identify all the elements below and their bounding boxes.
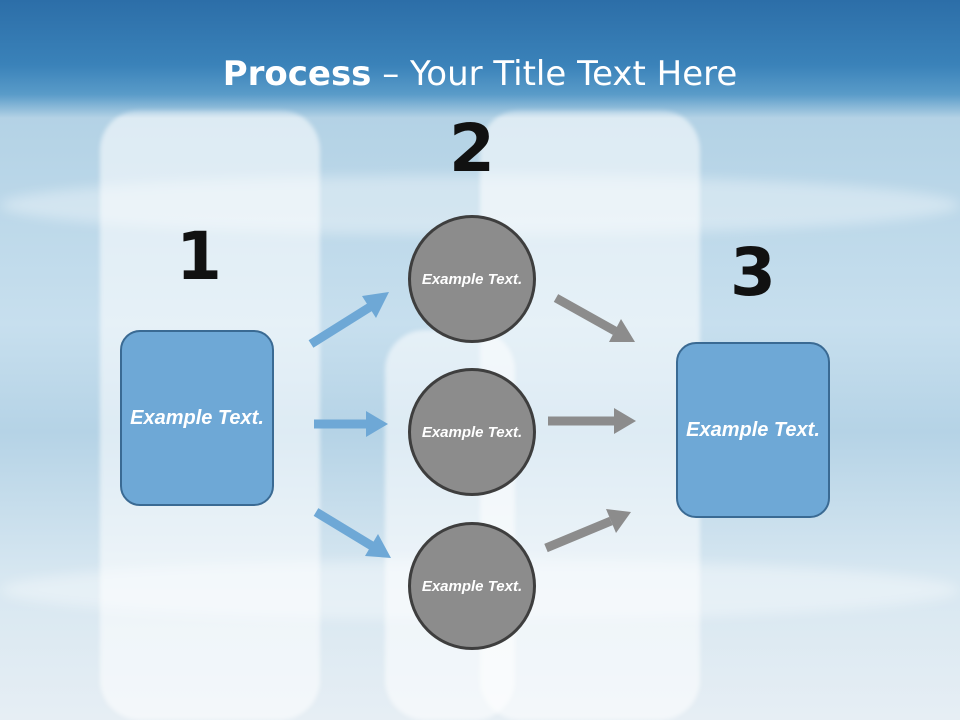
circle-2-text: Example Text. bbox=[421, 423, 523, 441]
circle-3[interactable]: Example Text. bbox=[408, 522, 536, 650]
arrow-from-circle-2 bbox=[548, 408, 636, 434]
arrow-to-circle-3 bbox=[313, 508, 391, 558]
title-bar bbox=[0, 0, 960, 118]
slide-title: Process – Your Title Text Here bbox=[0, 54, 960, 94]
step-1-box[interactable]: Example Text. bbox=[120, 330, 274, 506]
arrow-to-circle-1 bbox=[308, 292, 389, 348]
circle-2[interactable]: Example Text. bbox=[408, 368, 536, 496]
title-bold: Process bbox=[222, 54, 372, 94]
step-number-2: 2 bbox=[449, 110, 495, 187]
step-3-text: Example Text. bbox=[686, 418, 820, 441]
circle-1-text: Example Text. bbox=[421, 270, 523, 288]
step-3-box[interactable]: Example Text. bbox=[676, 342, 830, 518]
step-1-text: Example Text. bbox=[130, 406, 264, 429]
step-number-3: 3 bbox=[730, 234, 776, 311]
circle-1[interactable]: Example Text. bbox=[408, 215, 536, 343]
arrow-to-circle-2 bbox=[314, 411, 388, 437]
title-rest: – Your Title Text Here bbox=[371, 54, 738, 94]
arrow-from-circle-3 bbox=[544, 509, 631, 553]
circle-3-text: Example Text. bbox=[421, 577, 523, 595]
arrow-from-circle-1 bbox=[553, 294, 635, 342]
step-number-1: 1 bbox=[176, 218, 222, 295]
